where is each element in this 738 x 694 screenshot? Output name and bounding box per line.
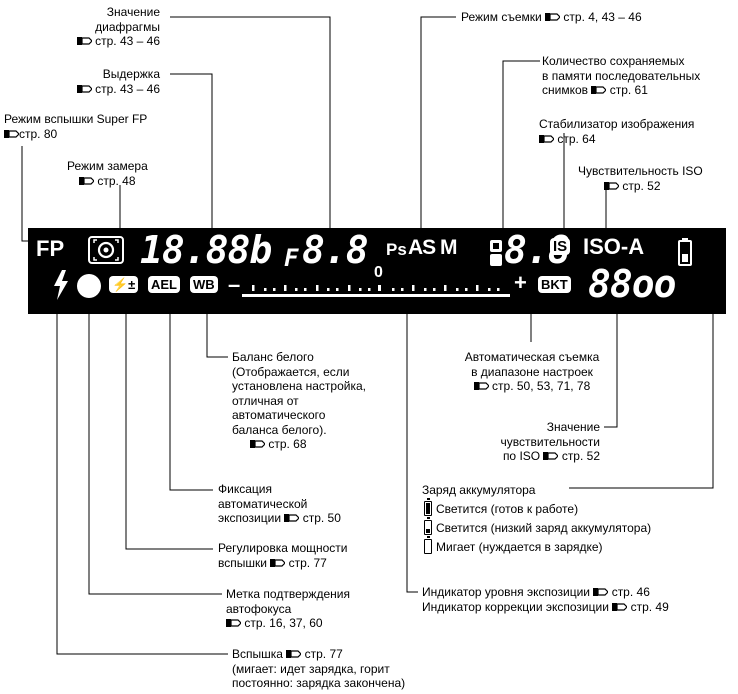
line-af [88, 293, 222, 595]
stabilizer-indicator: IS [550, 238, 571, 255]
line-wb [206, 293, 228, 358]
line-aperture [170, 16, 331, 238]
exposure-scale [242, 285, 510, 297]
book-pointer-icon [4, 129, 19, 138]
label-iso-value: Значение чувствительности по ISO стр. 52 [500, 420, 600, 463]
line-buffer [502, 60, 540, 241]
af-dot-icon [77, 274, 101, 298]
book-pointer-icon [473, 382, 489, 390]
label-iso: Чувствительность ISO стр. 52 [578, 164, 703, 193]
book-pointer-icon [604, 181, 619, 190]
line-iso-value [604, 293, 618, 428]
line-exposure [406, 293, 418, 593]
book-pointer-icon [226, 619, 241, 627]
book-pointer-icon [539, 134, 554, 143]
flash-icon [54, 270, 68, 300]
battery-full-icon [424, 498, 432, 516]
label-buffer: Количество сохраняемых в памяти последов… [542, 54, 701, 97]
label-super-fp: Режим вспышки Super FP стр. 80 [4, 112, 148, 141]
battery-icon [678, 238, 692, 266]
book-pointer-icon [612, 602, 628, 611]
line-flash-comp [125, 293, 213, 550]
book-pointer-icon [76, 84, 92, 93]
label-stabilizer: Стабилизатор изображения стр. 64 [539, 117, 695, 146]
metering-icon [88, 236, 124, 264]
book-pointer-icon [76, 37, 92, 45]
lcd-panel: FP 18.88b F 8.8 Ps AS M 8.8 IS ISO-A ⚡± … [28, 228, 726, 314]
aperture-prefix: F [284, 244, 298, 272]
label-shutter: Выдержка стр. 43 – 46 [20, 67, 160, 96]
label-battery: Заряд аккумулятора Светится (готов к раб… [422, 483, 652, 554]
label-wb: Баланс белого (Отображается, если устано… [232, 350, 366, 451]
line-flash [56, 293, 228, 655]
battery-empty-icon [424, 536, 432, 554]
exposure-zero: 0 [374, 264, 383, 281]
iso-value-display: 88oo [588, 262, 677, 306]
flash-comp-indicator: ⚡± [109, 276, 139, 293]
label-shooting-mode: Режим съемки стр. 4, 43 – 46 [461, 10, 642, 24]
label-af-confirm: Метка подтверждения автофокуса стр. 16, … [226, 587, 350, 630]
label-aperture: Значение диафрагмы стр. 43 – 46 [20, 5, 160, 49]
iso-indicator: ISO-A [583, 234, 645, 259]
label-bracketing: Автоматическая съемка в диапазоне настро… [464, 350, 600, 393]
shooting-mode-indicator: AS M [408, 236, 457, 259]
buffer-icon [490, 240, 502, 266]
line-ael [169, 293, 213, 491]
book-pointer-icon [250, 440, 265, 448]
exposure-plus: + [514, 270, 527, 295]
book-pointer-icon [286, 650, 302, 658]
ael-indicator: AEL [148, 276, 180, 293]
book-pointer-icon [593, 588, 609, 596]
book-pointer-icon [270, 558, 286, 567]
book-pointer-icon [79, 176, 94, 185]
label-flash: Вспышка стр. 77 (мигает: идет зарядка, г… [232, 647, 406, 690]
label-metering: Режим замера стр. 48 [67, 159, 148, 188]
exposure-minus: – [228, 272, 241, 297]
fp-indicator: FP [36, 236, 65, 261]
bkt-indicator: BKT [538, 276, 571, 293]
shutter-display: 18.88b [140, 228, 272, 272]
book-pointer-icon [543, 452, 559, 460]
line-shutter [170, 73, 213, 238]
label-flash-comp: Регулировка мощности вспышки стр. 77 [218, 541, 348, 570]
wb-indicator: WB [190, 276, 218, 293]
label-exposure: Индикатор уровня экспозиции стр. 46 Инди… [422, 585, 669, 614]
program-shift-indicator: Ps [386, 240, 407, 259]
aperture-display: 8.8 [302, 228, 369, 272]
book-pointer-icon [545, 13, 561, 21]
label-ael: Фиксация автоматической экспозиции стр. … [218, 482, 341, 525]
book-pointer-icon [284, 514, 300, 522]
line-superfp [21, 146, 30, 242]
book-pointer-icon [591, 86, 607, 94]
battery-low-icon [424, 517, 432, 535]
line-shooting-mode [420, 16, 456, 243]
